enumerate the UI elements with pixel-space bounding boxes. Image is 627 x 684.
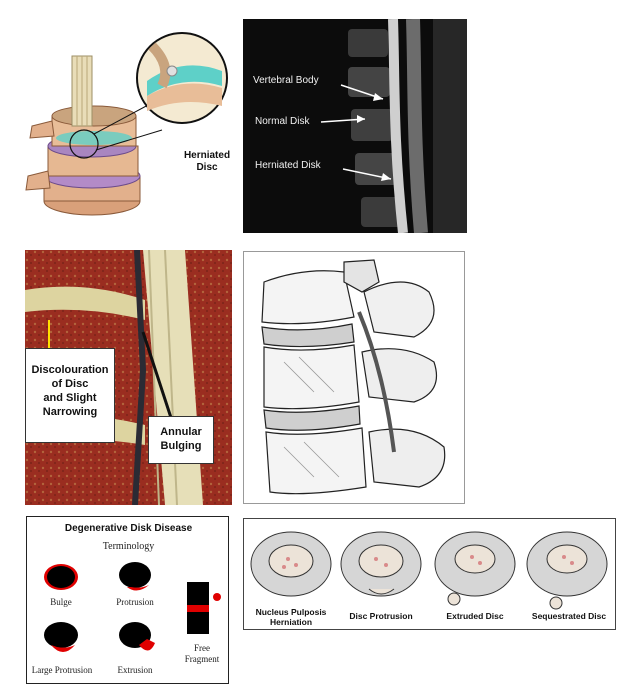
spine-drawing xyxy=(261,259,446,495)
ddd-label-bulge: Bulge xyxy=(50,597,72,607)
herniated-disc-caption: Herniated Disc xyxy=(183,150,231,173)
ddd-diagram xyxy=(44,562,221,652)
histology-right-callout: Annular Bulging xyxy=(148,416,214,464)
annular-bulging-label: Annular Bulging xyxy=(160,426,202,452)
ddd-label-large-protrusion: Large Protrusion xyxy=(31,665,93,675)
discolouration-label: Discolouration of Disc and Slight Narrow… xyxy=(31,364,109,418)
histology-left-callout: Discolouration of Disc and Slight Narrow… xyxy=(25,348,115,443)
cross-sections-image xyxy=(250,531,608,610)
spine-illustration-panel: Herniated Disc xyxy=(22,26,234,231)
label-nucleus-pulposis-herniation: Nucleus Pulposis Herniation xyxy=(255,607,327,627)
label-sequestrated-disc: Sequestrated Disc xyxy=(531,611,607,621)
ddd-label-protrusion: Protrusion xyxy=(116,597,154,607)
mri-label-herniated-disk: Herniated Disk xyxy=(255,160,321,171)
ddd-label-free-fragment: Free Fragment xyxy=(184,643,220,664)
ddd-label-extrusion: Extrusion xyxy=(117,665,153,675)
cross-sections-panel: Nucleus Pulposis Herniation Disc Protrus… xyxy=(243,518,616,630)
mri-image xyxy=(243,19,467,233)
label-disc-protrusion: Disc Protrusion xyxy=(349,611,413,621)
spine-illustration xyxy=(25,32,228,216)
ddd-subtitle: Terminology xyxy=(102,541,155,552)
mri-panel: Vertebral Body Normal Disk Herniated Dis… xyxy=(243,19,467,233)
spine-drawing-panel xyxy=(243,251,465,504)
ddd-title: Degenerative Disk Disease xyxy=(64,523,193,534)
label-extruded-disc: Extruded Disc xyxy=(446,611,504,621)
mri-label-normal-disk: Normal Disk xyxy=(255,116,310,127)
mri-label-vertebral-body: Vertebral Body xyxy=(253,75,319,86)
ddd-terminology-panel: Degenerative Disk Disease Terminology Bu… xyxy=(26,516,229,684)
histology-panel: Discolouration of Disc and Slight Narrow… xyxy=(25,250,232,505)
